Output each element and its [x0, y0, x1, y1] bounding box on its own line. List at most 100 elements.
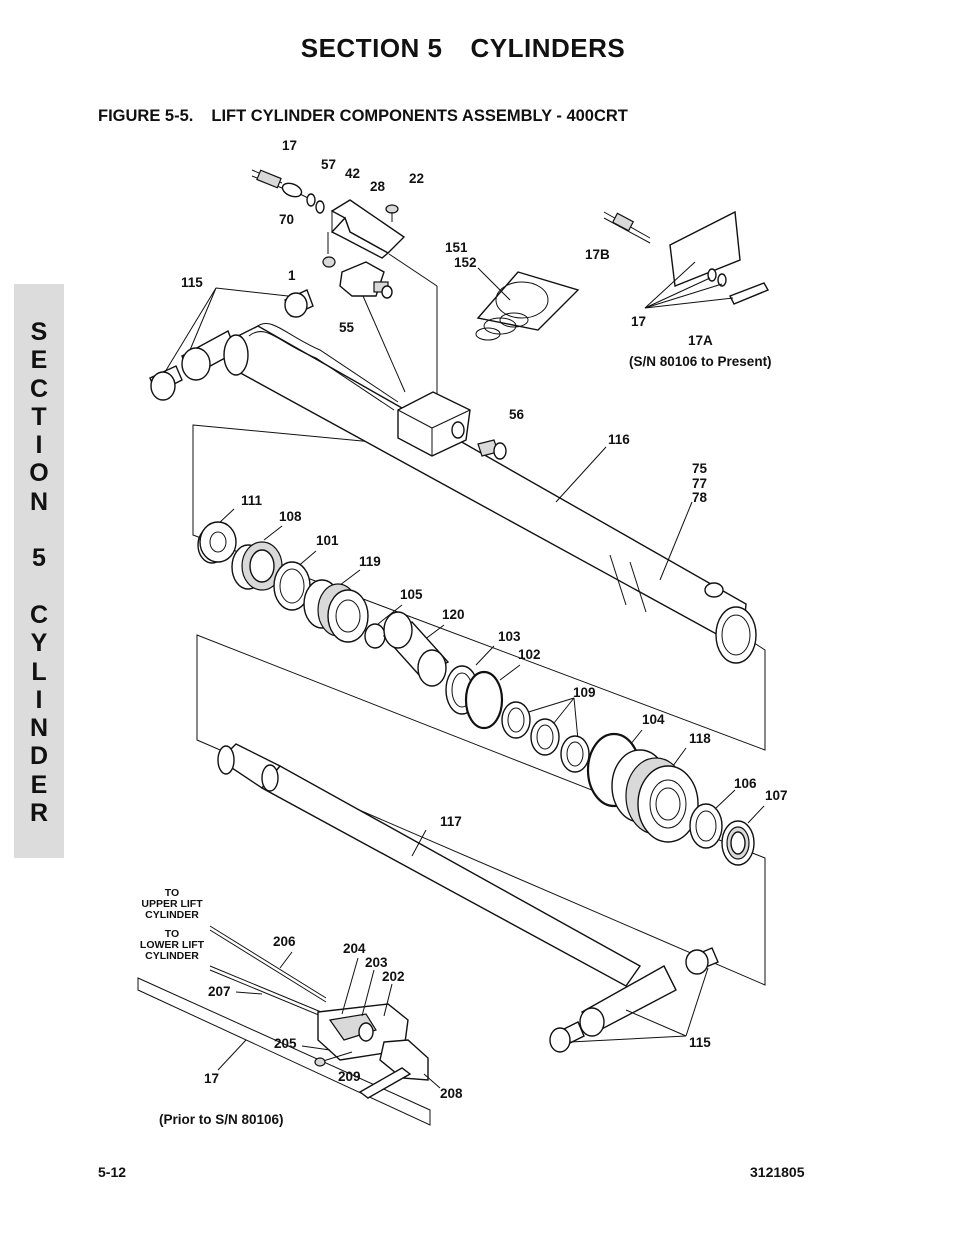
side-tab-letter: L [31, 657, 47, 686]
callout-78: 78 [692, 490, 708, 505]
callout-28: 28 [370, 179, 386, 194]
barrel-116 [223, 325, 757, 664]
ring-106 [689, 803, 723, 849]
callout-17: 17 [204, 1071, 220, 1086]
spacer-120 [382, 611, 450, 687]
callout-151: 151 [445, 240, 468, 255]
callout-17: 17 [282, 138, 298, 153]
side-tab-letters: S E C T I O N 5 C Y L I N D E R [14, 318, 64, 827]
callout-107: 107 [765, 788, 788, 803]
bushing-115-bottom [549, 947, 719, 1053]
side-tab-letter: 5 [32, 544, 46, 573]
callout-108: 108 [279, 509, 302, 524]
rod-117 [217, 743, 642, 987]
callout-116: 116 [608, 432, 630, 447]
pipe [254, 322, 399, 403]
figure-title: FIGURE 5-5. LIFT CYLINDER COMPONENTS ASSE… [98, 107, 628, 126]
manifold-block [397, 391, 471, 457]
callout-111: 111 [241, 493, 263, 508]
handle [358, 1067, 412, 1099]
callout-152: 152 [454, 255, 477, 270]
head-118 [611, 749, 699, 843]
fitting-203 [358, 1022, 374, 1042]
callout-70: 70 [279, 212, 295, 227]
side-tab-letter: Y [30, 629, 48, 658]
hose-207 [209, 965, 327, 1019]
callout-105: 105 [400, 587, 423, 602]
oring-102 [464, 670, 504, 730]
side-tab-letter: E [30, 346, 48, 375]
piston-119 [303, 579, 369, 643]
fitting-208 [379, 1039, 429, 1081]
plug-1 [322, 256, 336, 268]
side-tab-letter: E [30, 770, 48, 799]
callout-204: 204 [343, 941, 366, 956]
section-label: SECTION 5 [300, 33, 443, 63]
hose-206 [209, 925, 327, 1003]
note-to-upper-cylinder: TO UPPER LIFT CYLINDER [141, 887, 203, 921]
callout-202: 202 [382, 969, 405, 984]
callout-115: 115 [181, 275, 203, 290]
seal-kit-152 [495, 281, 549, 319]
rod-explode-plane [196, 634, 766, 986]
callout-103: 103 [498, 629, 521, 644]
callout-102: 102 [518, 647, 541, 662]
callout-117: 117 [440, 814, 462, 829]
side-tab-letter: S [30, 318, 48, 346]
seal-111 [197, 521, 237, 564]
callout-206: 206 [273, 934, 296, 949]
rings-109 [501, 701, 590, 773]
callout-208: 208 [440, 1086, 463, 1101]
callout-101: 101 [316, 533, 339, 548]
callout-209: 209 [338, 1069, 361, 1084]
section-header: SECTION 5 CYLINDERS [0, 33, 926, 64]
serial-note-present: (S/N 80106 to Present) [629, 354, 772, 369]
document-number: 3121805 [750, 1164, 805, 1180]
figure-caption: LIFT CYLINDER COMPONENTS ASSEMBLY - 400C… [211, 107, 628, 125]
valve-55 [339, 261, 393, 299]
washer-42 [315, 200, 325, 214]
callout-203: 203 [365, 955, 388, 970]
note-to-lower-cylinder: TO LOWER LIFT CYLINDER [139, 928, 205, 962]
figure-number: FIGURE 5-5. [98, 107, 194, 125]
callout-106: 106 [734, 776, 757, 791]
callout-17b: 17B [585, 247, 610, 262]
wiper-107 [721, 820, 755, 866]
screw-209 [319, 1051, 353, 1063]
callout-22: 22 [409, 171, 425, 186]
side-tab-letter: O [29, 459, 49, 488]
screw-22 [385, 204, 399, 214]
callout-104: 104 [642, 712, 665, 727]
washer-57 [306, 193, 316, 207]
bushing-115-top [149, 287, 314, 401]
callout-17: 17 [631, 314, 647, 329]
side-tab-letter: C [29, 600, 49, 629]
callout-109: 109 [573, 685, 596, 700]
callout-1: 1 [288, 268, 296, 283]
callout-207: 207 [208, 984, 231, 999]
callout-75: 75 [692, 461, 708, 476]
bracket-17a [669, 210, 741, 287]
plug-56 [477, 439, 507, 460]
serial-note-prior: (Prior to S/N 80106) [159, 1112, 284, 1127]
side-tab-letter: N [29, 487, 49, 516]
callout-77: 77 [692, 476, 708, 491]
callout-119: 119 [359, 554, 381, 569]
callout-205: 205 [274, 1036, 297, 1051]
side-tab-letter: I [35, 685, 43, 714]
hose-17-top [251, 169, 313, 201]
side-tab-letter: N [29, 714, 49, 743]
callout-17a: 17A [688, 333, 713, 348]
callout-57: 57 [321, 157, 337, 172]
section-side-tab: S E C T I O N 5 C Y L I N D E R [14, 284, 64, 858]
side-tab-letter: D [29, 742, 49, 771]
side-tab-letter: R [29, 799, 49, 828]
page-number: 5-12 [98, 1164, 127, 1180]
hose-17b [603, 211, 651, 244]
side-tab-letter: T [31, 402, 47, 431]
section-name: CYLINDERS [470, 33, 626, 63]
side-tab-letter: C [29, 374, 49, 403]
callout-120: 120 [442, 607, 465, 622]
